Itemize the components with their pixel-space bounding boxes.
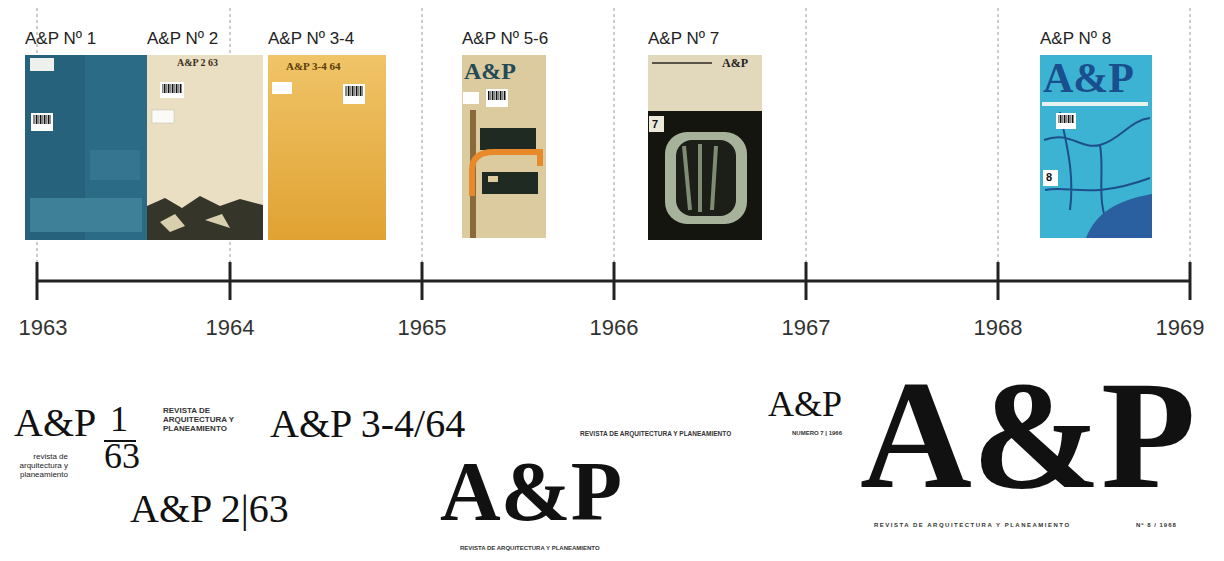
magazine-cover: A&P Nº 2A&P 2 63 xyxy=(147,55,263,240)
year-guides xyxy=(37,8,1190,262)
sticker xyxy=(1043,170,1058,186)
cover-text: A&P 2 63 xyxy=(177,57,218,68)
cover-heading: A&P Nº 8 xyxy=(1040,30,1111,49)
logo-number: 1 xyxy=(110,400,128,440)
sticker xyxy=(463,92,479,104)
logo-subtitle: revista de arquitectura y planeamiento xyxy=(6,452,68,480)
cover-tunnel xyxy=(684,144,716,212)
cover-heading: A&P Nº 5-6 xyxy=(462,30,548,49)
logo-subtitle: REVISTA DE ARQUITECTURA Y PLANEAMIENTO xyxy=(460,545,600,552)
guide-line xyxy=(422,8,423,262)
cover-curve xyxy=(472,152,540,196)
cover-ground xyxy=(25,55,147,240)
axis-tick xyxy=(997,262,1000,300)
sticker xyxy=(152,110,174,123)
cover-text: A&P xyxy=(464,58,516,84)
year-label: 1964 xyxy=(190,316,270,340)
cover-text: A&P 3-4 64 xyxy=(286,60,340,72)
cover-shade xyxy=(30,198,142,232)
cover-2-art xyxy=(147,55,263,240)
barcode xyxy=(345,86,363,96)
cover-landscape xyxy=(160,214,230,232)
year-label: 1969 xyxy=(1140,316,1220,340)
cover-text: 8 xyxy=(1046,171,1052,183)
logo-text: A&P xyxy=(440,450,622,534)
guide-line xyxy=(998,8,999,262)
cover-ground xyxy=(268,55,386,240)
magazine-cover: A&P Nº 1 xyxy=(25,55,147,240)
magazine-cover: A&P Nº 8A&P8 xyxy=(1040,55,1152,238)
year-label: 1966 xyxy=(574,316,654,340)
cover-ground xyxy=(147,55,263,240)
cover-heading: A&P Nº 2 xyxy=(147,30,218,49)
sticker xyxy=(486,89,508,107)
axis-tick xyxy=(1189,262,1192,300)
cover-7-art xyxy=(648,55,762,240)
cover-ground xyxy=(648,111,762,240)
logo-subtitle: REVISTA DE ARQUITECTURA Y PLANEAMIENTO xyxy=(580,430,731,437)
logo-subtitle: REVISTA DE ARQUITECTURA Y PLANEAMIENTO xyxy=(874,522,1071,529)
cover-heading: A&P Nº 3-4 xyxy=(268,30,354,49)
guide-line xyxy=(806,8,807,262)
axis-tick xyxy=(421,262,424,300)
sticker xyxy=(31,113,53,131)
barcode xyxy=(1058,115,1074,123)
logo-text: A&P 3-4/64 xyxy=(270,402,465,446)
cover-text: A&P xyxy=(722,57,748,70)
cover-landscape xyxy=(147,196,263,240)
cover-text: A&P xyxy=(1043,55,1134,101)
sticker xyxy=(1056,113,1076,129)
barcode xyxy=(488,91,506,100)
logo-subtitle: REVISTA DE ARQUITECTURA Y PLANEAMIENTO xyxy=(163,406,259,434)
logo-issue: Nº 8 / 1968 xyxy=(1136,522,1177,529)
year-label: 1967 xyxy=(766,316,846,340)
cover-5-6-art xyxy=(462,55,546,238)
sticker xyxy=(272,82,292,94)
cover-rule xyxy=(652,62,712,64)
logo-issue: NUMERO 7 | 1966 xyxy=(792,430,842,437)
axis-tick xyxy=(613,262,616,300)
logo-text: A&P 2|63 xyxy=(130,487,289,531)
axis-tick xyxy=(805,262,808,300)
year-label: 1968 xyxy=(958,316,1038,340)
sticker xyxy=(30,58,54,71)
cover-ground xyxy=(648,55,762,111)
cover-window xyxy=(488,176,498,182)
cover-3-4-art xyxy=(268,55,386,240)
cover-text: 7 xyxy=(652,118,658,130)
cover-tunnel xyxy=(676,140,736,216)
cover-heading: A&P Nº 1 xyxy=(25,30,96,49)
cover-1-art xyxy=(25,55,147,240)
logo-number: 63 xyxy=(104,437,140,477)
cover-tunnel xyxy=(665,132,747,224)
cover-shade xyxy=(90,150,140,180)
cover-block xyxy=(480,128,536,150)
cover-8-art xyxy=(1040,55,1152,238)
logo-text: A&P xyxy=(860,358,1196,513)
logo-text: A&P xyxy=(768,386,842,422)
logo-text: A&P xyxy=(14,401,96,445)
guide-line xyxy=(1190,8,1191,262)
magazine-cover: A&P Nº 7A&P7 xyxy=(648,55,762,240)
map-water xyxy=(1086,194,1152,238)
timeline-axis xyxy=(37,262,1190,300)
cover-ground xyxy=(462,55,546,238)
barcode xyxy=(33,115,51,124)
cover-heading: A&P Nº 7 xyxy=(648,30,719,49)
barcode xyxy=(162,84,182,93)
axis-tick xyxy=(36,262,39,300)
sticker xyxy=(343,84,365,104)
magazine-cover: A&P Nº 3-4A&P 3-4 64 xyxy=(268,55,386,240)
sticker xyxy=(649,116,664,132)
year-label: 1963 xyxy=(3,316,83,340)
magazine-cover: A&P Nº 5-6A&P xyxy=(462,55,546,238)
axis-tick xyxy=(229,262,232,300)
cover-block xyxy=(482,172,538,194)
sticker xyxy=(160,82,184,98)
year-label: 1965 xyxy=(382,316,462,340)
cover-rule xyxy=(1042,102,1148,106)
cover-ground xyxy=(1040,55,1152,238)
guide-line xyxy=(614,8,615,262)
